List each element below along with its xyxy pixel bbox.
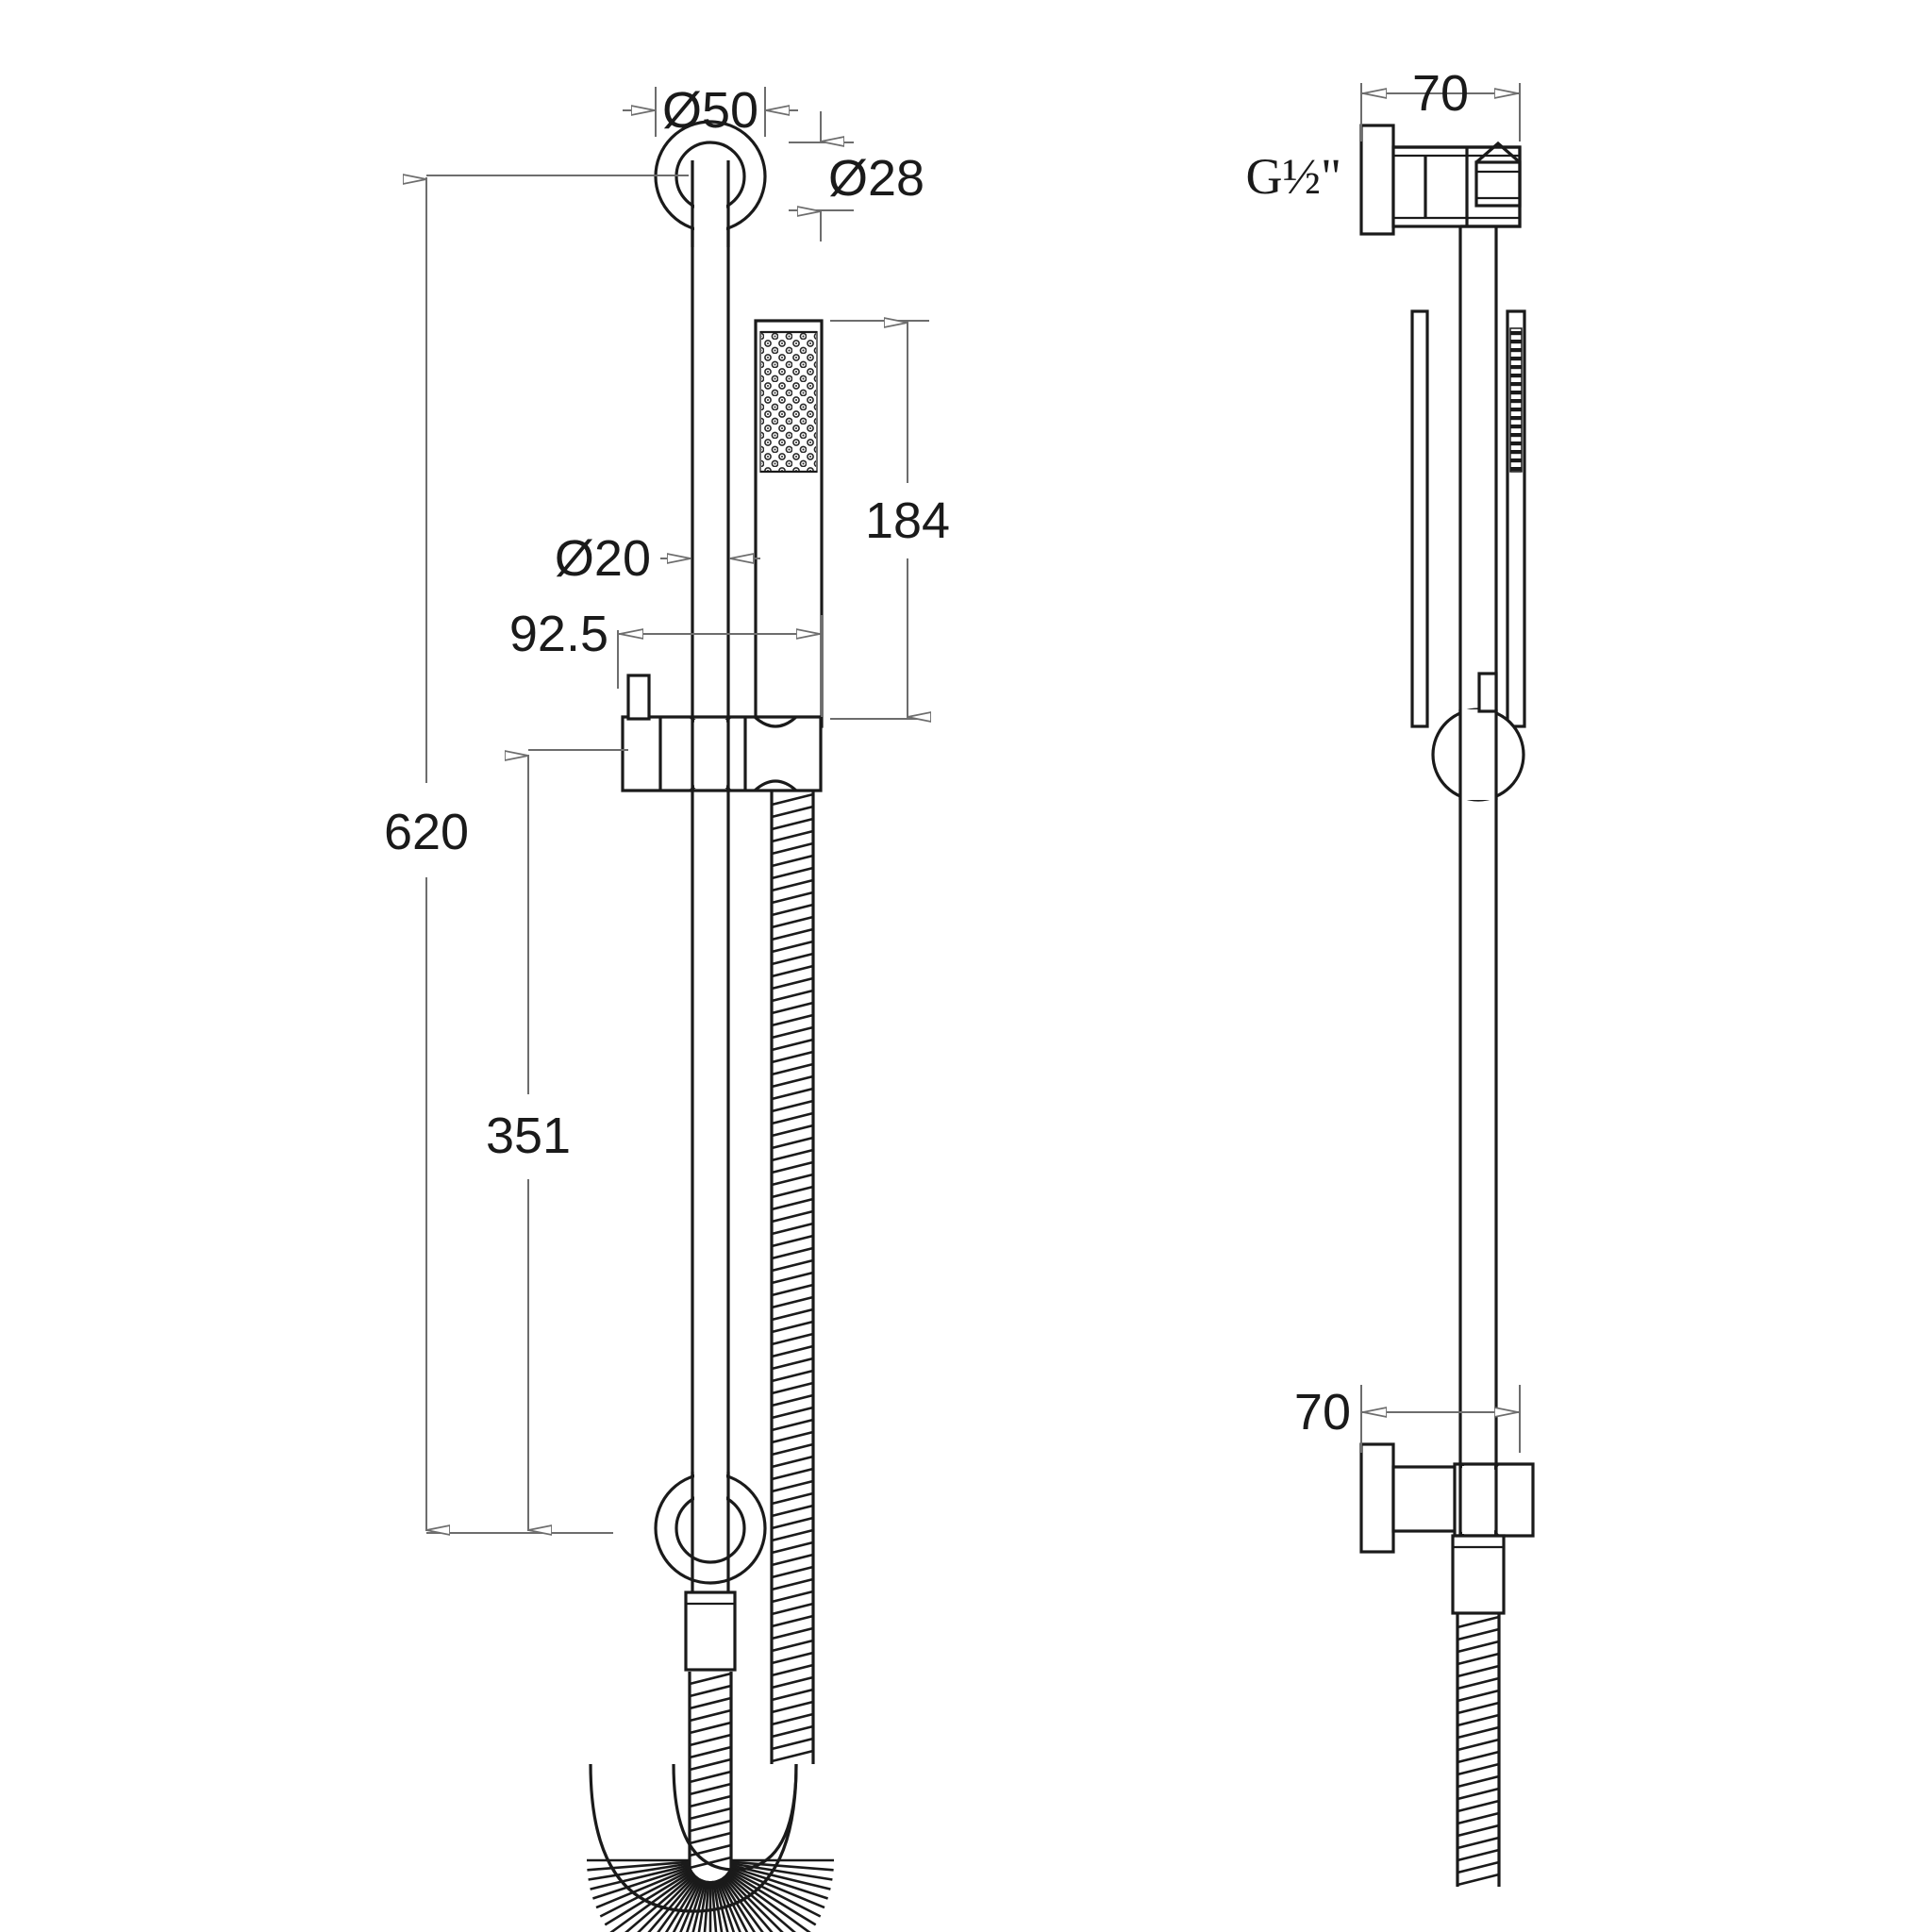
dimension-620: 620 [384, 175, 689, 1533]
dimension-70-bottom: 70 [1294, 1384, 1521, 1453]
dimension-label-184: 184 [865, 492, 950, 549]
dimension-d28: Ø28 [789, 111, 924, 242]
hose-coil-bend [587, 1858, 834, 1932]
dimension-label-d50: Ø50 [662, 82, 758, 139]
side-flexible-hose [1456, 1613, 1501, 1887]
dimension-label-g-half-inch: G½" [1245, 148, 1341, 205]
side-slide-rail-tube [1458, 226, 1498, 1511]
hose-coil-left [689, 1672, 732, 1870]
dimension-351: 351 [486, 749, 628, 1531]
hose-coil-right [771, 792, 814, 1763]
dimension-label-70-top: 70 [1412, 65, 1469, 122]
dimension-label-351: 351 [486, 1108, 571, 1164]
dimension-d20: Ø20 [555, 530, 760, 587]
dimension-g-half-inch: G½" [1245, 148, 1341, 205]
dimension-label-d20: Ø20 [555, 530, 651, 587]
front-view-group: Ø50 Ø28 Ø20 [384, 82, 950, 1932]
dimension-92-5: 92.5 [509, 606, 823, 717]
slider-bracket [621, 674, 823, 792]
slide-rail-tube [691, 160, 730, 1517]
dimension-70-top: 70 [1360, 65, 1521, 142]
side-hose-coil [1457, 1615, 1500, 1887]
lower-wall-bracket [1359, 1442, 1535, 1615]
lower-escutcheon [654, 1472, 767, 1672]
dimension-label-92-5: 92.5 [509, 606, 608, 662]
dimension-d50: Ø50 [623, 82, 798, 139]
flexible-hose [587, 791, 834, 1932]
side-slider-bracket [1431, 672, 1525, 802]
dimension-label-70-bottom: 70 [1294, 1384, 1351, 1441]
side-view-group: G½" 70 70 [1245, 65, 1535, 1887]
upper-escutcheon [654, 120, 767, 247]
handset [754, 319, 824, 777]
dimension-label-620: 620 [384, 804, 469, 860]
dimension-label-d28: Ø28 [828, 150, 924, 207]
side-handset [1410, 309, 1526, 728]
upper-wall-bracket [1359, 124, 1522, 236]
dimension-184: 184 [830, 321, 950, 719]
